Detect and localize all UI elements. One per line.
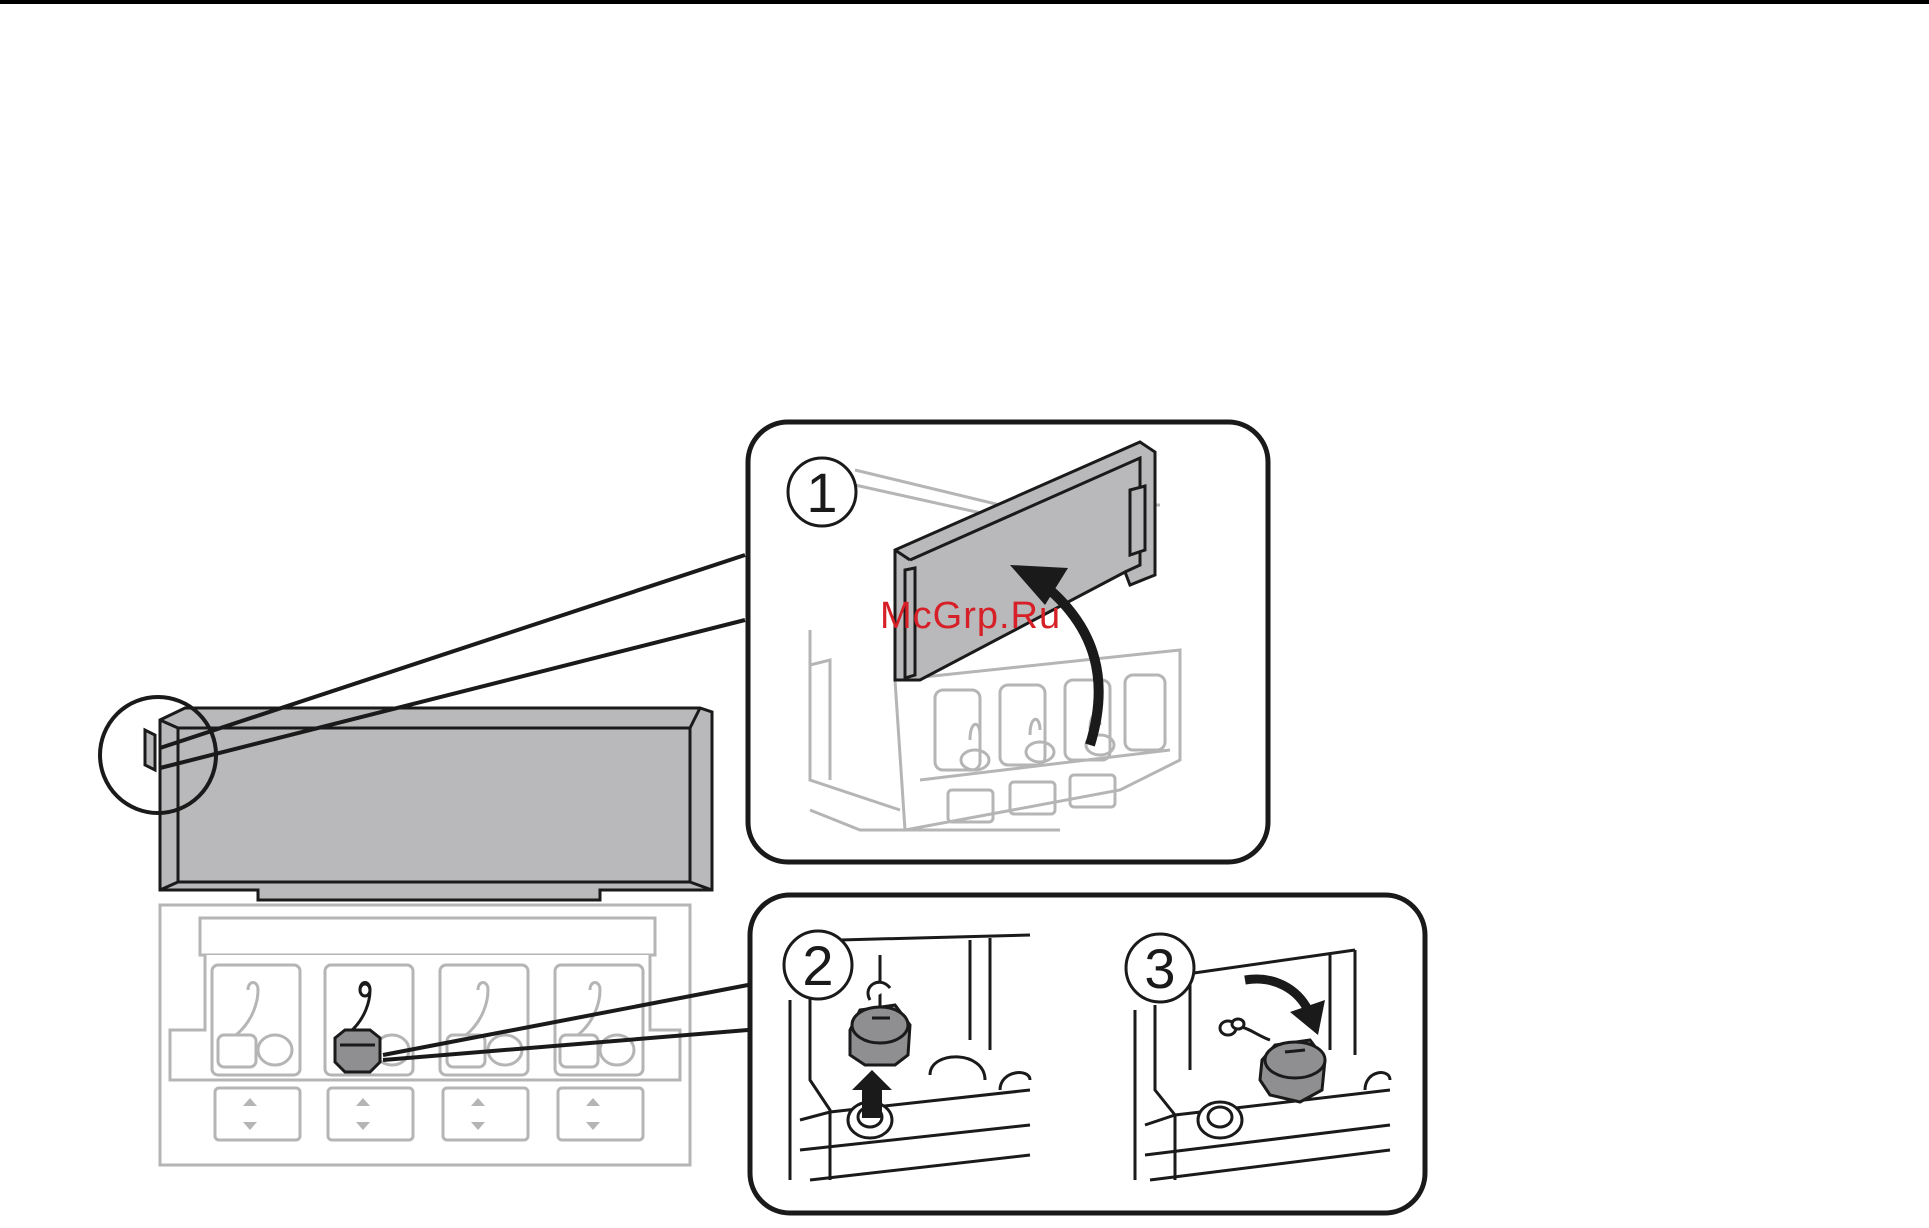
- step-2-number: 2: [802, 934, 833, 997]
- step-2-3-panel: 2: [750, 895, 1425, 1213]
- watermark-text: McGrp.Ru: [880, 595, 1061, 637]
- tank-unit-cover: [160, 708, 712, 900]
- step-1-panel: 1 McGrp.Ru: [748, 422, 1268, 862]
- step-3-number: 3: [1144, 937, 1175, 1000]
- cover-latch: [145, 730, 155, 770]
- step-1-number: 1: [806, 461, 837, 524]
